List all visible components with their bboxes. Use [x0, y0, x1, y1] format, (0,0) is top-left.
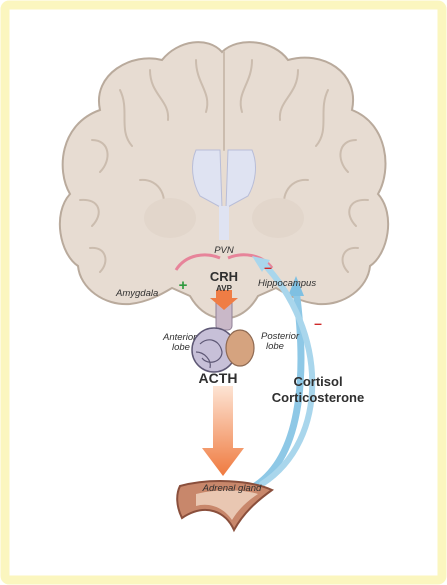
anterior-lobe-line-2: lobe	[172, 342, 190, 353]
amygdala-label: Amygdala	[115, 288, 158, 299]
cortisol-label: Cortisol	[293, 374, 342, 389]
avp-label: AVP	[216, 284, 233, 293]
brain-coronal-section-icon	[58, 41, 390, 319]
brain-gyri	[79, 51, 369, 273]
posterior-lobe-line-1: Posterior	[261, 331, 300, 342]
right-ventricle	[225, 149, 256, 209]
acth-arrow	[202, 386, 244, 476]
adrenal-gland-label: Adrenal gland	[202, 483, 262, 494]
hippocampus-label: Hippocampus	[258, 278, 316, 289]
third-ventricle	[219, 206, 229, 240]
crh-label: CRH	[210, 269, 238, 284]
pvn-label: PVN	[214, 245, 234, 256]
feedback-arrowhead-1	[288, 276, 304, 296]
anterior-lobe-line-1: Anterior	[162, 332, 197, 343]
adrenal-gland-icon	[176, 480, 274, 533]
cortisol-feedback-pvn	[259, 259, 316, 487]
right-basal-ganglia	[252, 198, 304, 238]
corticosterone-label: Corticosterone	[272, 390, 364, 405]
acth-label: ACTH	[199, 370, 238, 386]
crh-arrow	[210, 290, 238, 310]
left-basal-ganglia	[144, 198, 196, 238]
brain-outline	[58, 41, 390, 319]
hippocampus-minus-sign-1: –	[264, 259, 272, 275]
posterior-lobe-label: Posterior lobe	[261, 331, 302, 352]
amygdala-plus-sign: +	[179, 277, 188, 294]
left-ventricle	[192, 149, 223, 209]
feedback-arrowhead-2	[252, 256, 270, 272]
hippocampus-minus-sign-2: –	[314, 315, 322, 331]
hippocampus-to-pvn-path	[227, 253, 274, 269]
posterior-lobe-line-2: lobe	[266, 341, 284, 352]
amygdala-to-pvn-path	[174, 253, 221, 271]
anterior-lobe-label: Anterior lobe	[162, 332, 199, 353]
